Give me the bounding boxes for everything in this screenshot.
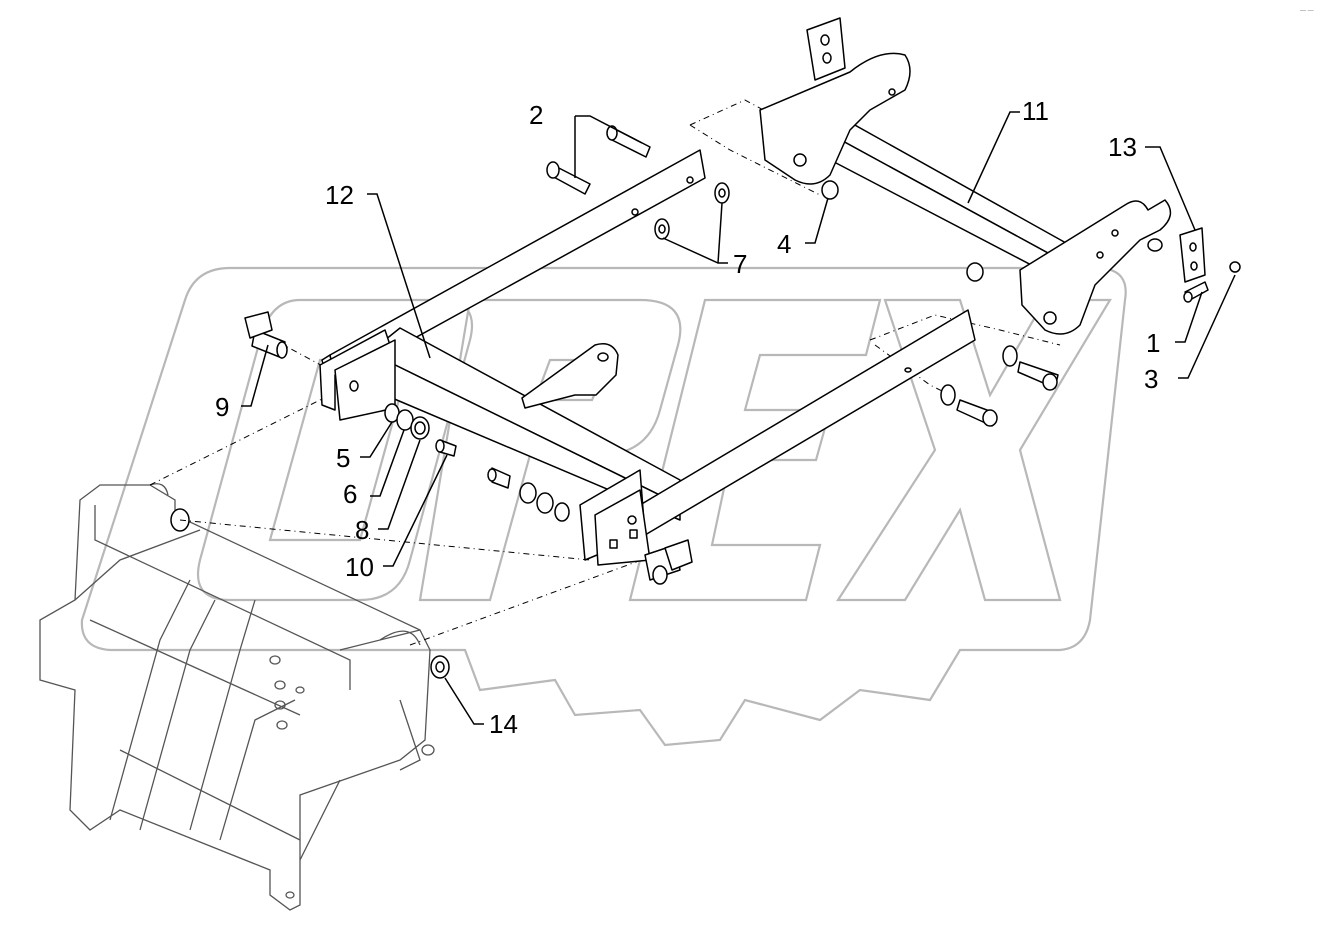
- callout-2: 2: [529, 100, 543, 130]
- callout-10: 10: [345, 552, 374, 582]
- watermark-letter-x: [835, 298, 1112, 602]
- callout-3: 3: [1144, 364, 1158, 394]
- hardware: [244, 125, 1241, 679]
- callout-14: 14: [489, 709, 518, 739]
- callout-labels: 1 2 3 4 5 6 7 8 9 10 11 12 13 14: [215, 96, 1160, 739]
- part-11-beam: [759, 17, 1172, 335]
- loader-frame: [39, 483, 435, 911]
- part-3-nut: [1229, 261, 1241, 273]
- watermark-letter-e: [628, 298, 882, 602]
- callout-11: 11: [1022, 96, 1049, 126]
- part-12-frame: [319, 149, 976, 566]
- callout-8: 8: [355, 515, 369, 545]
- part-4-nut: [821, 180, 839, 200]
- callout-6: 6: [343, 479, 357, 509]
- callout-1: 1: [1146, 328, 1160, 358]
- watermark-gear-outline: [80, 266, 1127, 747]
- corner-mark: — —: [1300, 8, 1314, 14]
- callout-5: 5: [336, 443, 350, 473]
- callout-7: 7: [733, 249, 747, 279]
- callout-4: 4: [777, 229, 791, 259]
- callout-13: 13: [1108, 132, 1137, 162]
- leader-lines: [241, 111, 1236, 725]
- callout-12: 12: [325, 180, 354, 210]
- part-13-plate: [1179, 227, 1206, 283]
- callout-9: 9: [215, 392, 229, 422]
